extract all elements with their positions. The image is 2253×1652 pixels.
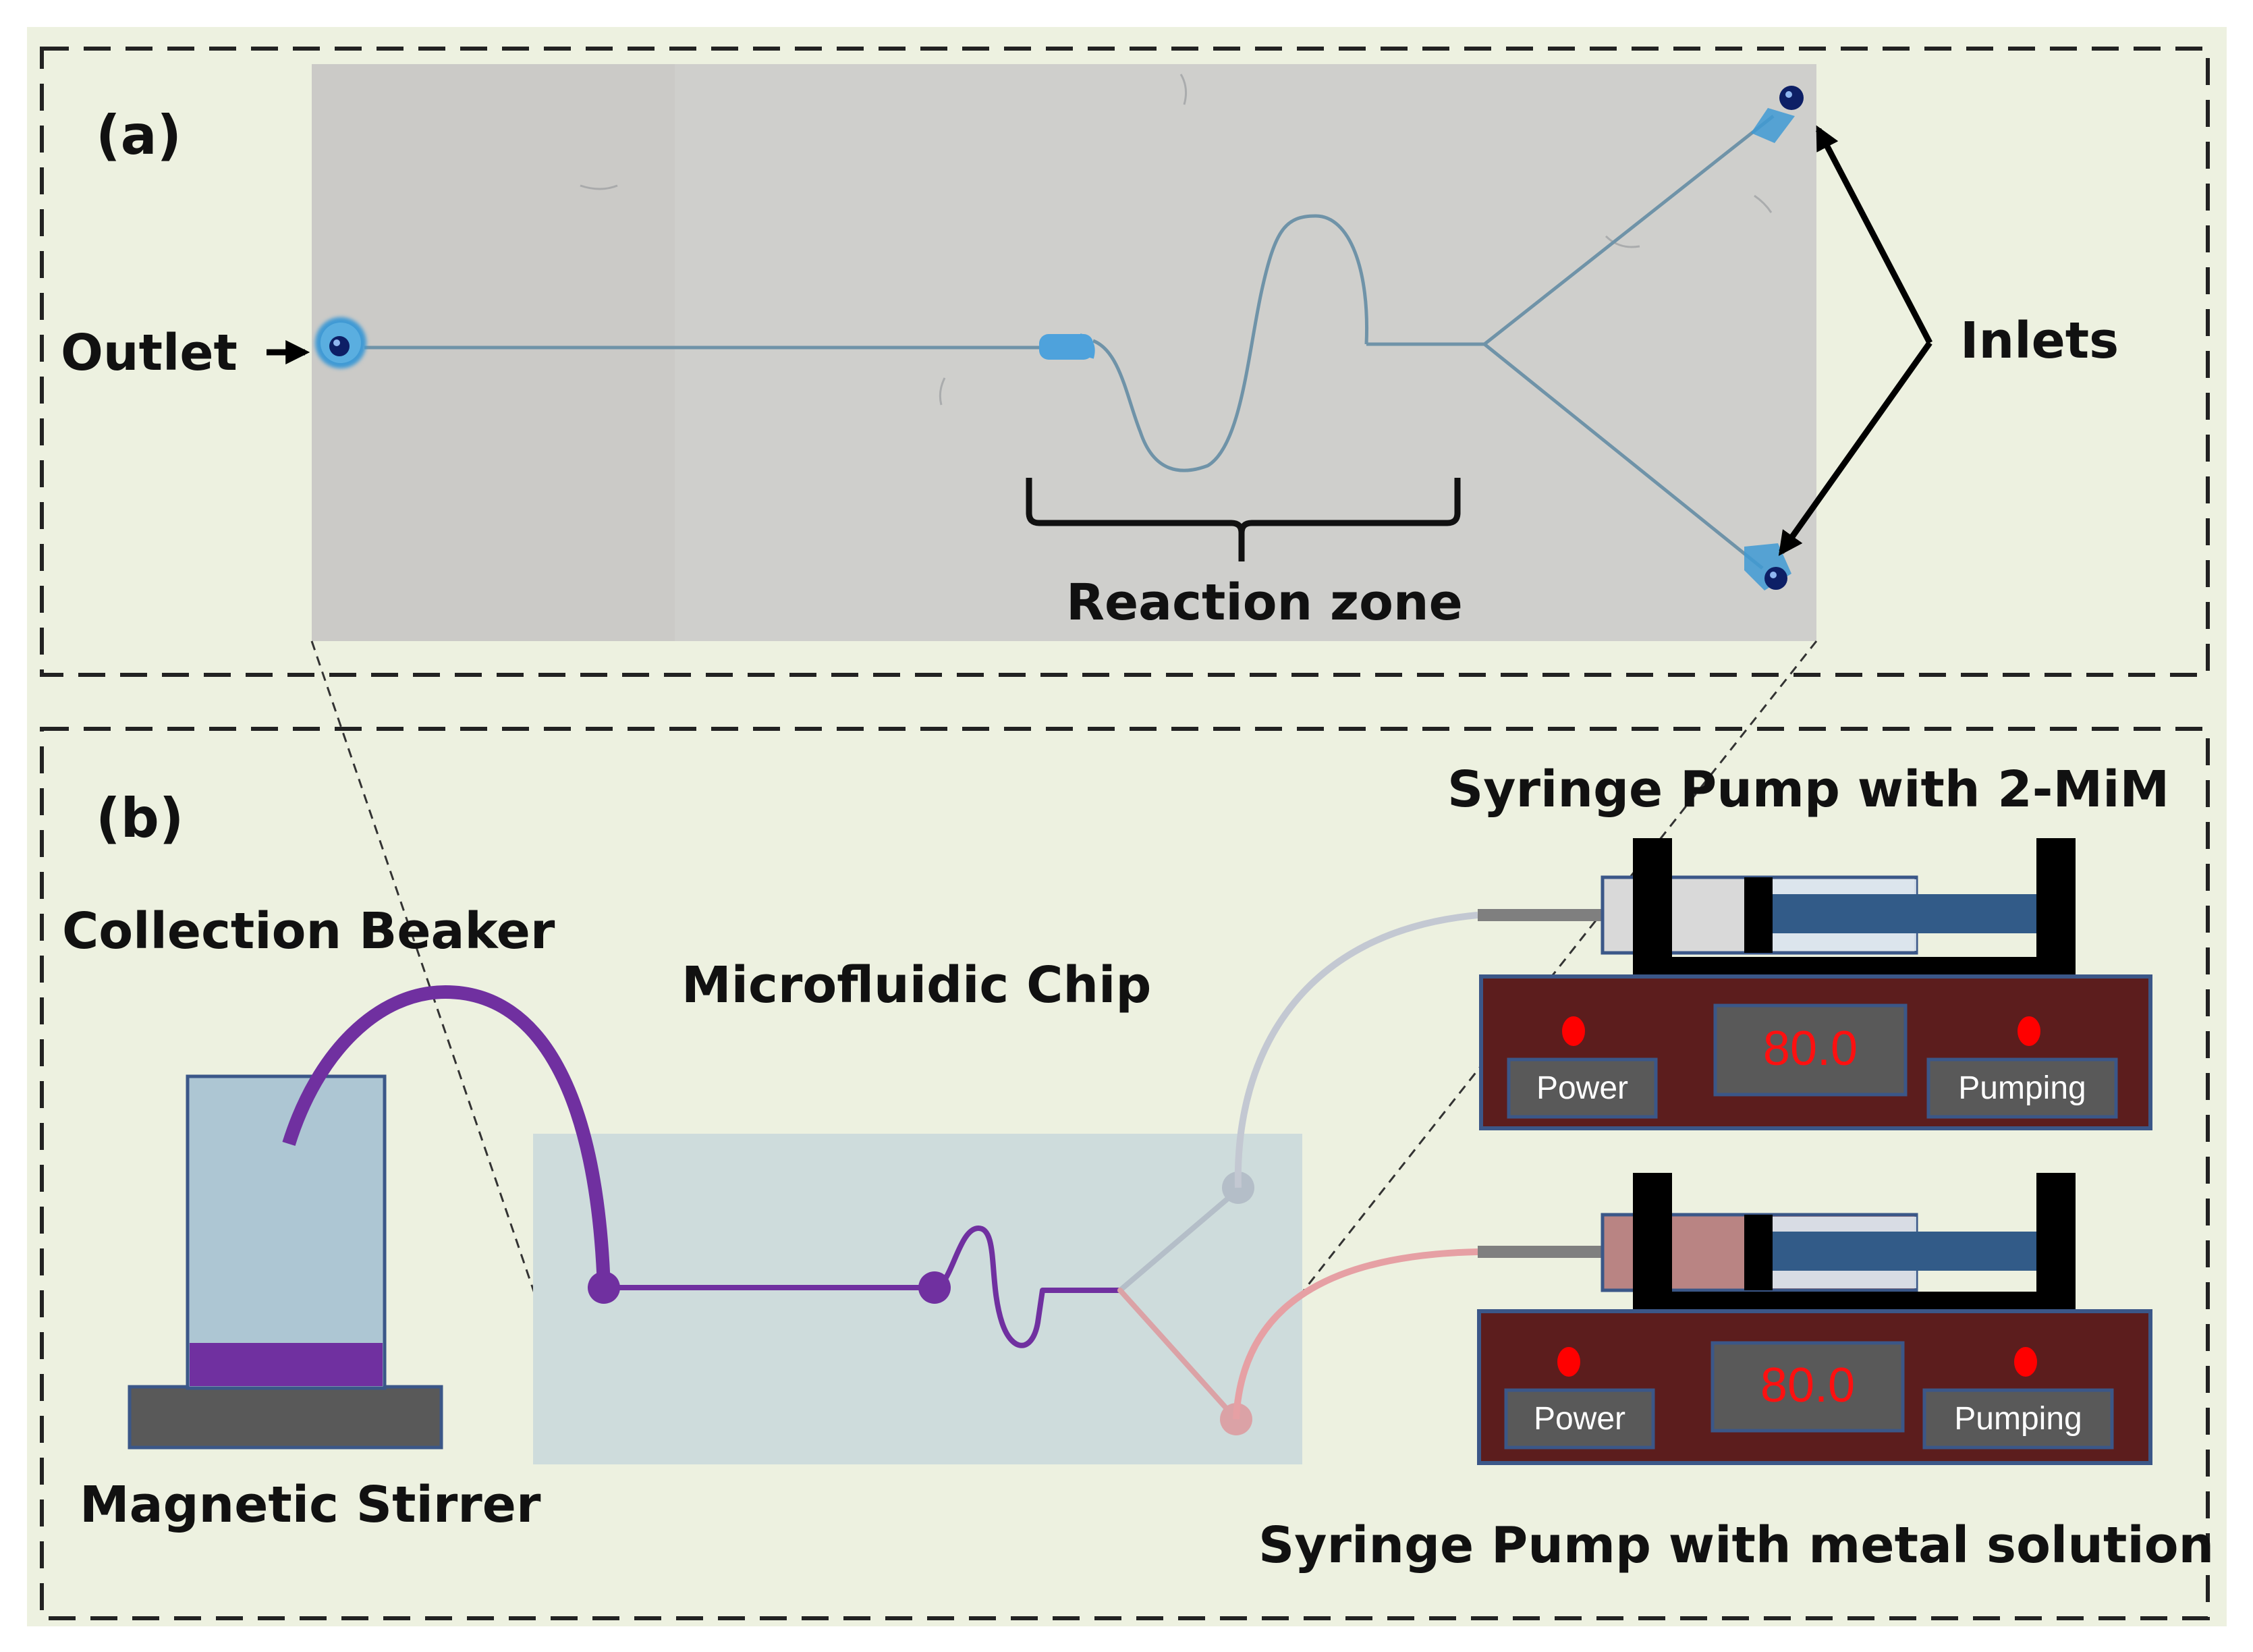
- magnetic-stirrer-label: Magnetic Stirrer: [80, 1476, 541, 1534]
- pump-top-pumping-button[interactable]: [1926, 1057, 2118, 1119]
- pump-top: 80.0 Power Pumping: [1478, 838, 2152, 1130]
- inlets-label: Inlets: [1960, 312, 2119, 370]
- pump-top-power-button[interactable]: [1507, 1057, 1658, 1119]
- pump-top-bridge: [1633, 957, 2076, 976]
- pump-bottom-plunger-head: [1744, 1215, 1773, 1290]
- pump-bottom-pumping-button[interactable]: [1922, 1388, 2114, 1450]
- junction-blob: [1039, 333, 1095, 360]
- pump-top-plunger-head: [1744, 877, 1773, 953]
- pump-bottom-power-label: Power: [1534, 1401, 1625, 1437]
- inlets-arrow-top: [1816, 125, 1932, 345]
- chip-reaction-node: [918, 1271, 951, 1304]
- pump-bottom-plunger-rod: [1771, 1232, 2041, 1271]
- inlets-arrow-bottom: [1778, 341, 1932, 556]
- grey-tubing: [1234, 912, 1478, 1188]
- pink-tubing: [1233, 1248, 1478, 1420]
- pump-bottom-power-led: [1557, 1347, 1580, 1377]
- panel-a-label: (a): [96, 104, 182, 167]
- panel-a-border: [40, 47, 2210, 677]
- pump-top-display[interactable]: [1713, 1003, 1908, 1097]
- panel-a: (a) Outlet Inlets Reaction zone: [40, 47, 2210, 677]
- pump-top-power-led: [1562, 1016, 1585, 1046]
- pump-bottom-bridge: [1633, 1292, 2076, 1311]
- pump-top-power-label: Power: [1536, 1070, 1628, 1106]
- outlet-label: Outlet: [61, 324, 238, 382]
- photo-specks: [580, 74, 1773, 406]
- microchannel: [364, 115, 1775, 570]
- pump-top-clamp-right: [2036, 838, 2076, 976]
- magnetic-stirrer: [128, 1385, 443, 1450]
- pump-top-plunger-rod: [1771, 894, 2041, 933]
- pump-top-display-value: 80.0: [1763, 1022, 1858, 1076]
- reaction-zone-label: Reaction zone: [1066, 574, 1463, 632]
- pump-top-pumping-label: Pumping: [1958, 1070, 2086, 1106]
- pump-bottom-clamp-right: [2036, 1173, 2076, 1311]
- pump-top-clamp-left: [1633, 838, 1672, 976]
- microfluidic-chip: [533, 1134, 1302, 1464]
- chip-channels: [601, 1187, 1241, 1422]
- pump-bottom-pumping-led: [2014, 1347, 2037, 1377]
- purple-tubing: [282, 985, 611, 1288]
- pump-bottom-power-button[interactable]: [1504, 1388, 1655, 1450]
- collection-beaker: [186, 1074, 387, 1390]
- outlet-port: [315, 317, 366, 368]
- panel-b-border: [40, 727, 2210, 1620]
- microfluidic-chip-label: Microfluidic Chip: [682, 956, 1151, 1014]
- zoom-guide-lines: [310, 640, 1818, 1300]
- panel-b-label: (b): [96, 787, 184, 850]
- pump-bottom-display-value: 80.0: [1760, 1358, 1855, 1412]
- pump-bottom-clamp-left: [1633, 1173, 1672, 1311]
- reaction-zone-brace: [1026, 478, 1461, 561]
- panel-b: (b) Collection Beaker Microfluidic Chip …: [40, 727, 2214, 1620]
- pump-top-pumping-led: [2018, 1016, 2040, 1046]
- pump-top-title: Syringe Pump with 2-MiM: [1447, 761, 2169, 819]
- inlet-port-top: [1751, 86, 1804, 143]
- pump-bottom-display[interactable]: [1710, 1341, 1905, 1433]
- pump-bottom-title: Syringe Pump with metal solution: [1258, 1516, 2214, 1574]
- pump-bottom: 80.0 Power Pumping: [1477, 1173, 2152, 1465]
- pump-bottom-pumping-label: Pumping: [1954, 1401, 2082, 1437]
- chip-photo-highlight: [675, 64, 1816, 641]
- collection-beaker-label: Collection Beaker: [62, 902, 555, 960]
